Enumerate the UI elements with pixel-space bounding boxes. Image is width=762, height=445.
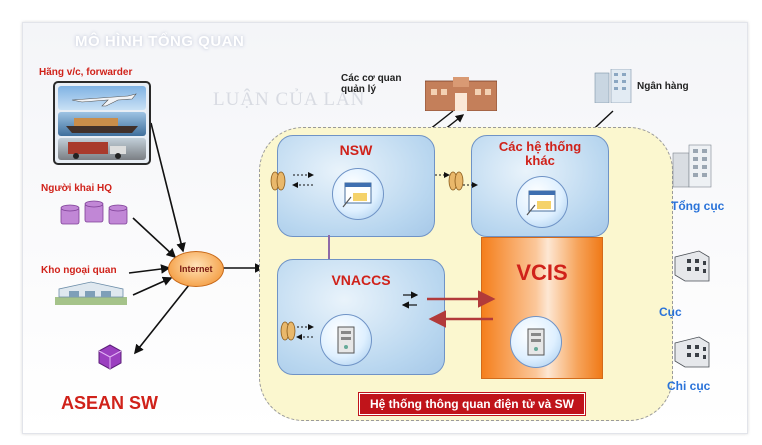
ship-image bbox=[58, 112, 146, 136]
other-systems-box: Các hệ thống khác bbox=[471, 135, 609, 237]
airplane-image bbox=[58, 86, 146, 110]
label-nguoi-khai: Người khai HQ bbox=[41, 183, 113, 194]
nsw-title: NSW bbox=[339, 142, 373, 158]
link-kho-internet bbox=[128, 264, 171, 274]
label-chi-cuc: Chi cục bbox=[667, 379, 711, 393]
vcis-system-box: VCIS bbox=[481, 237, 603, 379]
transport-picture bbox=[53, 81, 151, 165]
label-asean-sw: ASEAN SW bbox=[61, 393, 159, 413]
cuc-building-icon bbox=[671, 247, 711, 283]
vnaccs-system-box: VNACCS bbox=[277, 259, 445, 375]
nsw-system-box: NSW bbox=[277, 135, 435, 237]
other-systems-title: Các hệ thống khác bbox=[498, 139, 582, 168]
label-ngan-hang: Ngân hàng bbox=[637, 81, 689, 92]
warehouse-image bbox=[55, 279, 127, 305]
label-kho-ngoai-quan: Kho ngoại quan bbox=[41, 265, 117, 276]
link-hangvc-internet bbox=[150, 122, 186, 253]
diagram-slide: MÔ HÌNH TỔNG QUAN LUẬN CỦA LAN Hãng v/c,… bbox=[22, 22, 748, 434]
link-kho-internet-2 bbox=[132, 276, 173, 296]
link-internet-asean bbox=[134, 284, 190, 355]
chi-cuc-building-icon bbox=[671, 333, 711, 369]
clearance-system-caption: Hệ thống thông quan điện tử và SW bbox=[357, 392, 587, 416]
other-systems-document-icon bbox=[516, 176, 568, 228]
asean-cube-icon bbox=[95, 341, 125, 371]
vnaccs-server-icon bbox=[320, 314, 372, 366]
link-nguoikhai-internet bbox=[132, 217, 177, 259]
nsw-document-icon bbox=[332, 168, 384, 220]
government-building-image bbox=[424, 75, 498, 112]
label-co-quan: Các cơ quan quản lý bbox=[341, 73, 402, 95]
label-cuc: Cục bbox=[659, 305, 682, 319]
vcis-title: VCIS bbox=[516, 260, 568, 285]
internet-cloud: Internet bbox=[168, 251, 224, 287]
databases-icon bbox=[59, 198, 133, 228]
vcis-server-icon bbox=[510, 316, 562, 368]
label-hang-vc: Hãng v/c, forwarder bbox=[39, 67, 133, 78]
label-tong-cuc: Tổng cục bbox=[671, 199, 725, 213]
vnaccs-title: VNACCS bbox=[331, 272, 391, 288]
truck-image bbox=[58, 138, 146, 160]
diagram-title: MÔ HÌNH TỔNG QUAN bbox=[75, 33, 245, 50]
bank-building-image bbox=[593, 68, 633, 104]
watermark-text: LUẬN CỦA LAN bbox=[213, 89, 366, 110]
tong-cuc-building-icon bbox=[669, 143, 715, 189]
